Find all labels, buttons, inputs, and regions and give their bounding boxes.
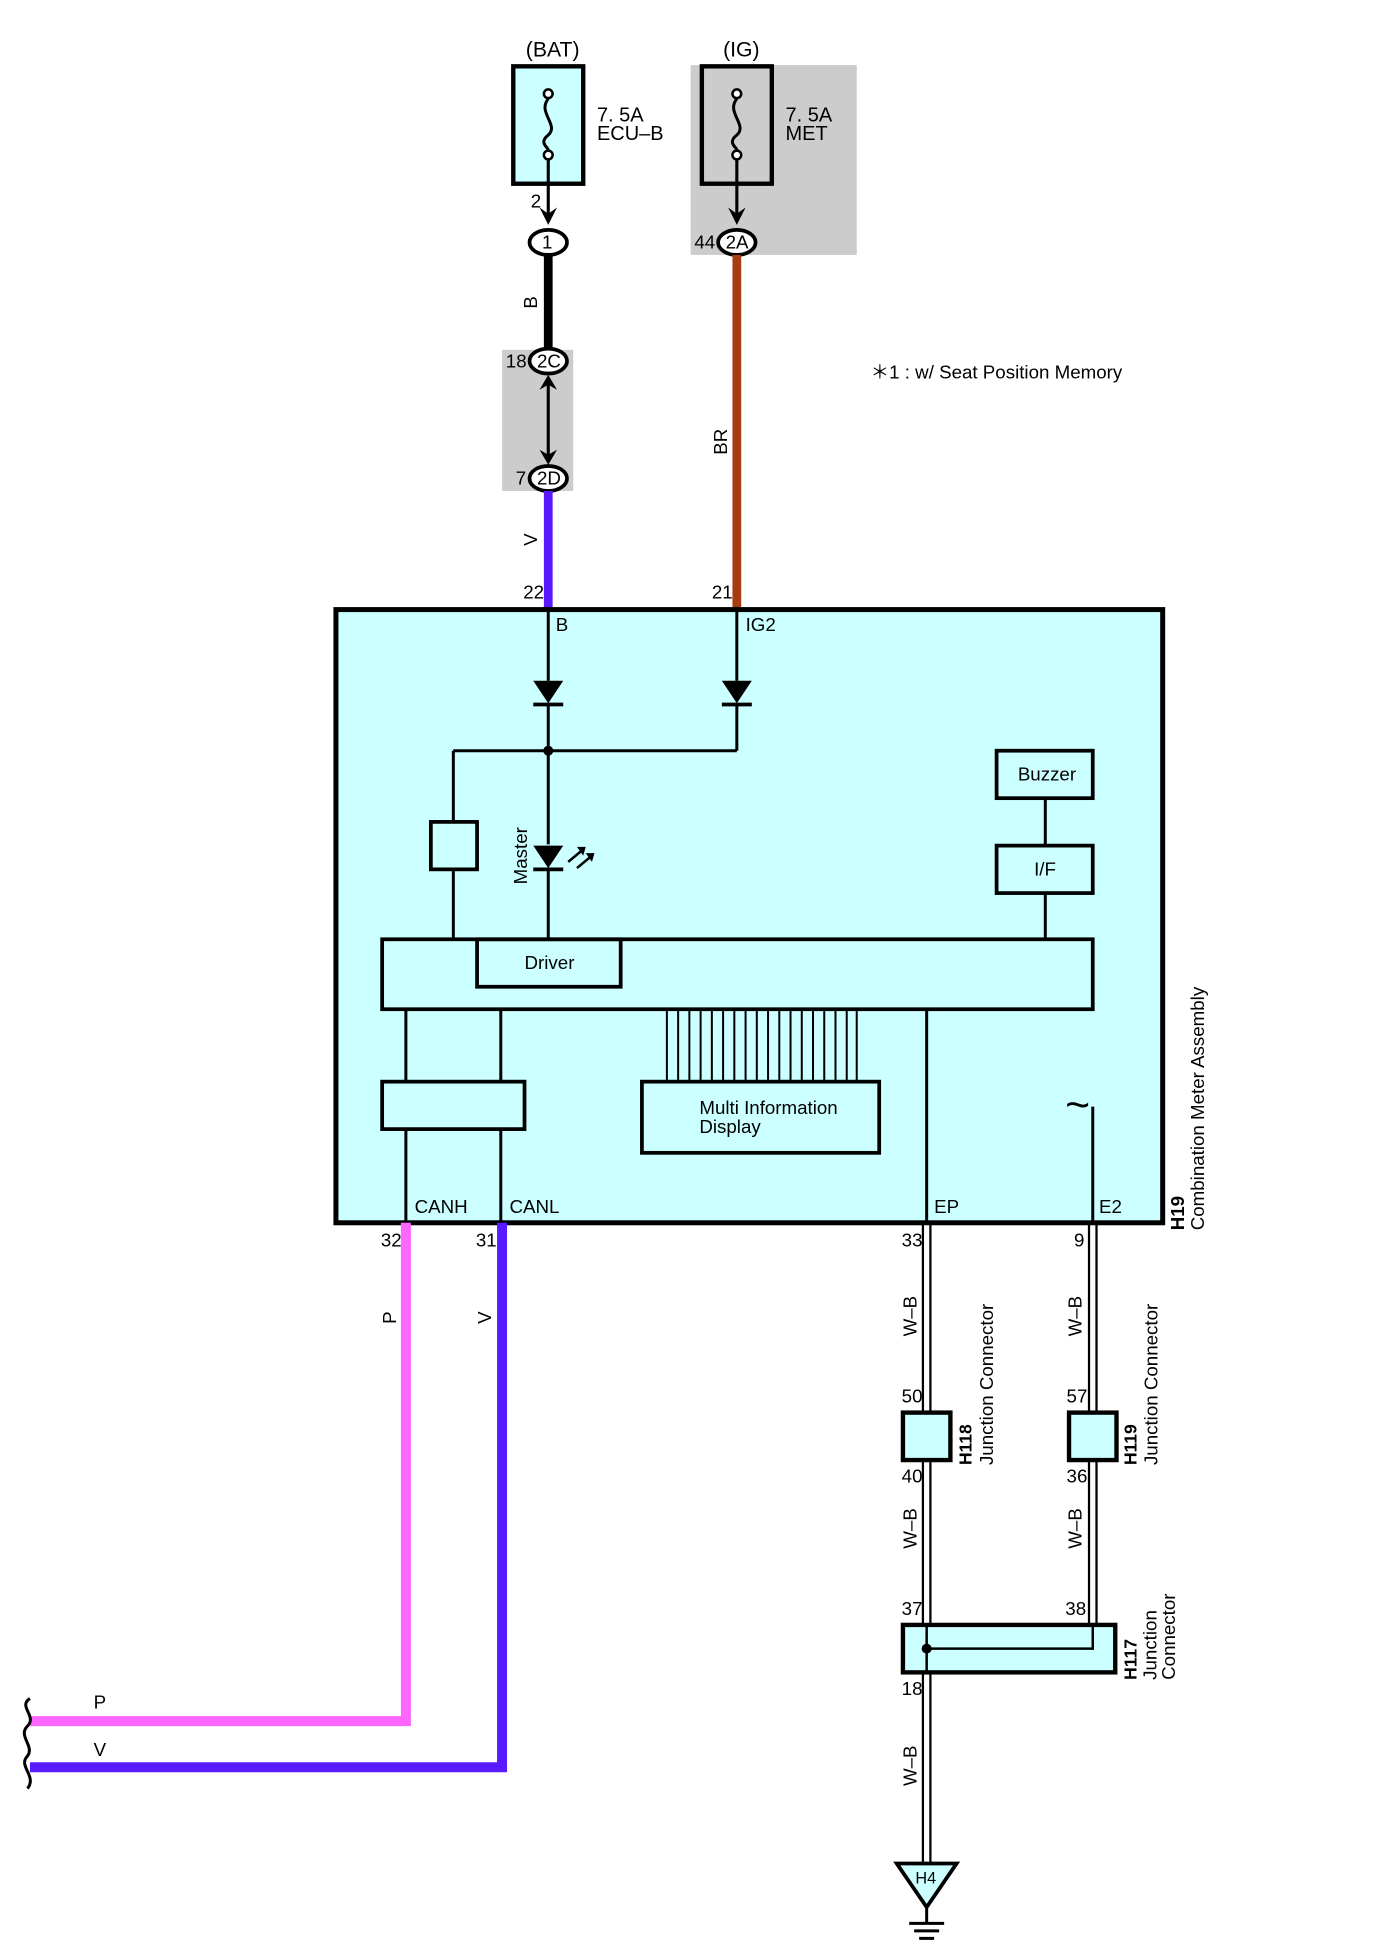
- wire-br-code: BR: [710, 429, 731, 455]
- h119-junction: [1066, 1410, 1119, 1463]
- driver-label: Driver: [525, 952, 575, 973]
- h119-pin-bottom: 36: [1067, 1466, 1088, 1487]
- buzzer-label: Buzzer: [1018, 764, 1076, 785]
- driver-block: [475, 937, 623, 989]
- combination-meter-box: [333, 607, 1166, 1226]
- wire-ep-mid-code: W–B: [900, 1508, 921, 1549]
- bat-source-label: (BAT): [526, 38, 580, 61]
- ground-h4-triangle: [893, 1861, 961, 1911]
- multi-information-display: [640, 1079, 882, 1155]
- 2d-pin: 7: [516, 468, 526, 489]
- connector-2a: 2A: [716, 228, 758, 257]
- h118-junction: [900, 1410, 953, 1463]
- h118-pin-top: 50: [902, 1386, 923, 1407]
- svg-text:2C: 2C: [537, 350, 561, 371]
- terminal-ig2-label: IG2: [746, 614, 776, 635]
- h117-pin-bottom: 18: [902, 1678, 923, 1699]
- meter-code: H19: [1167, 1196, 1188, 1230]
- ecu-b-arrow: [539, 207, 557, 225]
- wave-symbol: ~: [1065, 1081, 1090, 1128]
- h117-code: H117: [1120, 1639, 1140, 1680]
- meter-name: Combination Meter Assembly: [1187, 986, 1208, 1230]
- terminal-ep-pin: 33: [902, 1230, 923, 1251]
- terminal-b-label: B: [556, 614, 569, 635]
- h119-code: H119: [1120, 1424, 1140, 1465]
- wire-b-code: B: [520, 296, 541, 309]
- cpu-bar: [380, 937, 1095, 1012]
- wire-e2-upper-code: W–B: [1065, 1296, 1086, 1337]
- terminal-canh-pin: 32: [381, 1230, 402, 1251]
- terminal-canh-label: CANH: [415, 1196, 468, 1217]
- terminal-canl-label: CANL: [510, 1196, 560, 1217]
- wire-canh-code: P: [379, 1311, 400, 1324]
- terminal-ep-label: EP: [934, 1196, 959, 1217]
- h117-pin-right: 38: [1065, 1598, 1086, 1619]
- connector-1: 1: [527, 228, 569, 257]
- h117-name-line2: Connector: [1158, 1593, 1179, 1679]
- diode-ig2: [721, 680, 752, 704]
- master-led: [533, 845, 564, 869]
- ecu-b-pin: 2: [531, 190, 541, 211]
- left-wire-v-code: V: [94, 1739, 107, 1760]
- svg-text:2A: 2A: [726, 232, 749, 253]
- wire-canl-v: [29, 1222, 508, 1773]
- master-label: Master: [510, 827, 531, 884]
- connector-2c: 2C: [527, 346, 569, 376]
- interface-label: I/F: [1034, 859, 1056, 880]
- met-fuse-rating: 7. 5A: [786, 104, 833, 126]
- wire-e2-mid-code: W–B: [1065, 1508, 1086, 1549]
- svg-text:2D: 2D: [537, 468, 561, 489]
- wire-v-code: V: [520, 533, 541, 546]
- terminal-e2-pin: 9: [1074, 1230, 1084, 1251]
- wire-ep-upper-code: W–B: [900, 1296, 921, 1337]
- seat-memory-note: ＊1 : w/ Seat Position Memory: [870, 362, 1122, 383]
- diode-b: [533, 680, 564, 704]
- can-transceiver-block: [380, 1079, 527, 1131]
- display-bus: [665, 1009, 858, 1082]
- 2c-pin: 18: [506, 350, 527, 371]
- svg-text:1: 1: [542, 232, 552, 253]
- h117-name-line1: Junction: [1139, 1610, 1160, 1680]
- h118-pin-bottom: 40: [902, 1466, 923, 1487]
- h118-name: Junction Connector: [976, 1304, 997, 1465]
- left-wire-p-code: P: [94, 1692, 106, 1713]
- h119-pin-top: 57: [1067, 1386, 1088, 1407]
- ecu-b-fuse-rating: 7. 5A: [597, 104, 644, 126]
- ig-source-label: (IG): [723, 38, 760, 61]
- wire-ground-lower-code: W–B: [900, 1745, 921, 1786]
- terminal-ig2-pin: 21: [712, 581, 733, 602]
- terminal-b-pin: 22: [523, 581, 544, 602]
- h119-name: Junction Connector: [1141, 1304, 1162, 1465]
- wire-canl-code: V: [474, 1311, 495, 1324]
- h117-pin-left: 37: [902, 1598, 923, 1619]
- ground-h4-code: H4: [915, 1869, 936, 1887]
- wire-canh-p: [29, 1222, 411, 1727]
- connector-2d: 2D: [527, 464, 569, 493]
- met-fuse-name: MET: [786, 123, 828, 145]
- h118-code: H118: [956, 1424, 976, 1465]
- continuation-break-symbol: [22, 1697, 32, 1790]
- mid-label-line2: Display: [699, 1116, 761, 1137]
- ecu-b-fuse-name: ECU–B: [597, 123, 664, 145]
- terminal-canl-pin: 31: [476, 1230, 497, 1251]
- terminal-e2-label: E2: [1099, 1196, 1122, 1217]
- met-pin: 44: [694, 232, 715, 253]
- mid-label-line1: Multi Information: [699, 1097, 837, 1118]
